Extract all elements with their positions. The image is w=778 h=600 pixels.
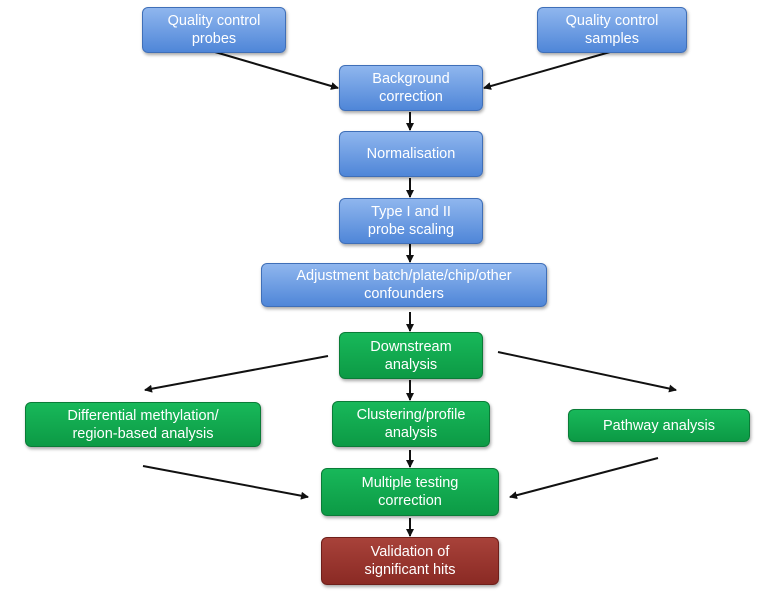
differential-methylation-box: Differential methylation/ region-based a… xyxy=(25,402,261,447)
arrow-differential-to-multiple xyxy=(142,465,309,500)
probe-scaling-box: Type I and II probe scaling xyxy=(339,198,483,244)
arrow-downstream-to-differential xyxy=(144,355,329,393)
downstream-analysis-box: Downstream analysis xyxy=(339,332,483,379)
normalisation-box: Normalisation xyxy=(339,131,483,177)
background-correction-box: Background correction xyxy=(339,65,483,111)
adjustment-confounders-box: Adjustment batch/plate/chip/other confou… xyxy=(261,263,547,307)
arrow-qc-probes-to-background xyxy=(214,51,339,90)
qc-samples-box: Quality control samples xyxy=(537,7,687,53)
validation-hits-box: Validation of significant hits xyxy=(321,537,499,585)
pathway-analysis-box: Pathway analysis xyxy=(568,409,750,442)
arrow-qc-samples-to-background xyxy=(483,51,611,90)
qc-probes-box: Quality control probes xyxy=(142,7,286,53)
arrow-downstream-to-pathway xyxy=(497,351,677,393)
clustering-profile-box: Clustering/profile analysis xyxy=(332,401,490,447)
arrow-pathway-to-multiple xyxy=(509,457,659,500)
multiple-testing-box: Multiple testing correction xyxy=(321,468,499,516)
